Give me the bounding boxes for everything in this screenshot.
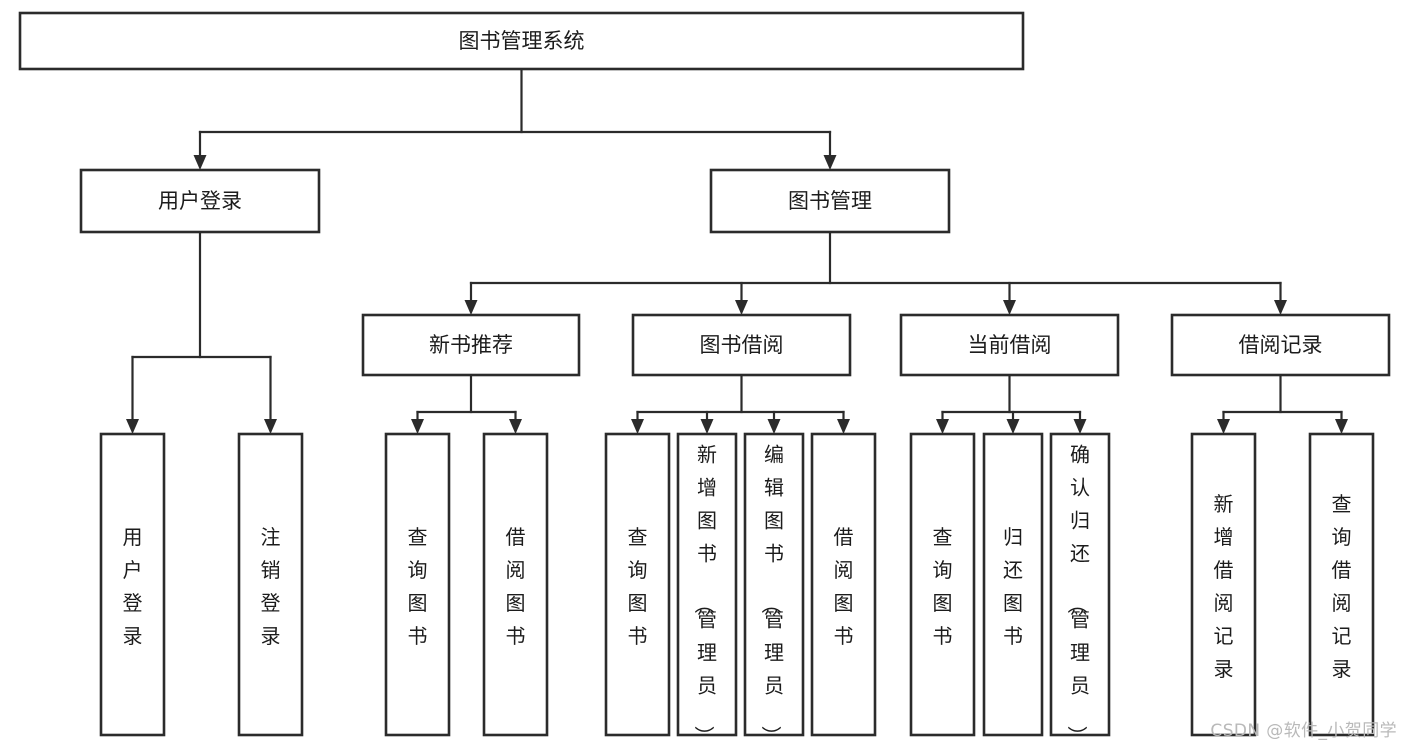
node-leaf-return-book-label: 归还图书 xyxy=(1003,525,1023,648)
node-new-book-rec[interactable]: 新书推荐 xyxy=(361,313,581,377)
node-leaf-query-book-c[interactable]: 查询图书 xyxy=(909,432,976,737)
node-leaf-query-book-b[interactable]: 查询图书 xyxy=(604,432,671,737)
node-leaf-query-book-rec-label: 查询图书 xyxy=(408,525,428,648)
node-leaf-query-book-b-label: 查询图书 xyxy=(628,525,648,648)
node-leaf-edit-book-box[interactable] xyxy=(743,432,805,737)
node-book-borrow-box[interactable] xyxy=(631,313,852,377)
node-leaf-add-book-label: 新增图书（管理员） xyxy=(692,443,717,746)
node-leaf-add-book[interactable]: 新增图书（管理员） xyxy=(676,432,738,746)
node-leaf-add-record[interactable]: 新增借阅记录 xyxy=(1190,432,1257,737)
node-user-login-box[interactable] xyxy=(79,168,321,234)
node-user-login-label: 用户登录 xyxy=(158,189,242,213)
node-leaf-user-logout[interactable]: 注销登录 xyxy=(237,432,304,737)
node-leaf-user-logout-label: 注销登录 xyxy=(261,525,281,648)
arrow-head-leaf-edit-book xyxy=(767,419,781,434)
node-leaf-edit-book-label: 编辑图书（管理员） xyxy=(759,443,784,746)
node-book-manage-box[interactable] xyxy=(709,168,951,234)
node-borrow-record[interactable]: 借阅记录 xyxy=(1170,313,1391,377)
node-leaf-confirm-return-label: 确认归还（管理员） xyxy=(1065,443,1090,746)
node-book-borrow[interactable]: 图书借阅 xyxy=(631,313,852,377)
node-leaf-user-login-box[interactable] xyxy=(99,432,166,737)
node-leaf-borrow-book-rec-box[interactable] xyxy=(482,432,549,737)
node-leaf-query-book-c-box[interactable] xyxy=(909,432,976,737)
node-borrow-record-label: 借阅记录 xyxy=(1239,333,1323,357)
node-leaf-borrow-book-b-box[interactable] xyxy=(810,432,877,737)
arrow-head-borrow-record xyxy=(1274,300,1287,315)
node-leaf-query-record-label: 查询借阅记录 xyxy=(1332,492,1352,681)
node-current-borrow[interactable]: 当前借阅 xyxy=(899,313,1120,377)
arrow-head-leaf-confirm-return xyxy=(1073,419,1087,434)
arrow-head-new-book-rec xyxy=(464,300,478,315)
node-current-borrow-box[interactable] xyxy=(899,313,1120,377)
arrow-head-leaf-query-record xyxy=(1335,419,1348,434)
node-book-manage[interactable]: 图书管理 xyxy=(709,168,951,234)
node-user-login[interactable]: 用户登录 xyxy=(79,168,321,234)
node-root[interactable]: 图书管理系统 xyxy=(18,11,1025,71)
node-book-manage-label: 图书管理 xyxy=(788,189,872,213)
node-leaf-confirm-return[interactable]: 确认归还（管理员） xyxy=(1049,432,1111,746)
node-book-borrow-label: 图书借阅 xyxy=(700,333,784,357)
node-leaf-query-book-rec[interactable]: 查询图书 xyxy=(384,432,451,737)
node-current-borrow-label: 当前借阅 xyxy=(968,333,1052,357)
node-new-book-rec-box[interactable] xyxy=(361,313,581,377)
node-leaf-borrow-book-rec[interactable]: 借阅图书 xyxy=(482,432,549,737)
node-leaf-add-record-label: 新增借阅记录 xyxy=(1214,492,1234,681)
arrow-head-leaf-user-logout xyxy=(264,419,277,434)
node-new-book-rec-label: 新书推荐 xyxy=(429,333,513,357)
node-leaf-return-book[interactable]: 归还图书 xyxy=(982,432,1044,737)
arrow-head-user-login xyxy=(193,155,207,170)
node-leaf-borrow-book-rec-label: 借阅图书 xyxy=(506,525,526,648)
arrow-head-leaf-borrow-book-b xyxy=(837,419,850,434)
node-root-box[interactable] xyxy=(18,11,1025,71)
arrow-head-leaf-return-book xyxy=(1006,419,1020,434)
arrow-head-book-manage xyxy=(823,155,837,170)
node-leaf-user-login[interactable]: 用户登录 xyxy=(99,432,166,737)
arrow-head-leaf-add-book xyxy=(700,419,714,434)
node-leaf-add-book-box[interactable] xyxy=(676,432,738,737)
node-leaf-user-logout-box[interactable] xyxy=(237,432,304,737)
arrow-head-current-borrow xyxy=(1003,300,1016,315)
node-leaf-borrow-book-b[interactable]: 借阅图书 xyxy=(810,432,877,737)
arrow-head-leaf-borrow-book-rec xyxy=(509,419,522,434)
node-leaf-query-book-c-label: 查询图书 xyxy=(933,525,953,648)
node-leaf-add-record-box[interactable] xyxy=(1190,432,1257,737)
node-root-label: 图书管理系统 xyxy=(459,29,585,53)
node-leaf-query-record[interactable]: 查询借阅记录 xyxy=(1308,432,1375,737)
arrow-head-leaf-user-login xyxy=(126,419,139,434)
node-leaf-user-login-label: 用户登录 xyxy=(123,525,143,648)
node-leaf-confirm-return-box[interactable] xyxy=(1049,432,1111,737)
node-leaf-borrow-book-b-label: 借阅图书 xyxy=(834,525,854,648)
arrow-head-leaf-query-book-b xyxy=(631,419,644,434)
node-leaf-query-book-rec-box[interactable] xyxy=(384,432,451,737)
nodes-layer: 图书管理系统用户登录图书管理新书推荐图书借阅当前借阅借阅记录用户登录注销登录查询… xyxy=(18,11,1391,746)
arrow-head-leaf-query-book-c xyxy=(936,419,949,434)
node-leaf-return-book-box[interactable] xyxy=(982,432,1044,737)
arrow-head-book-borrow xyxy=(735,300,748,315)
node-leaf-query-book-b-box[interactable] xyxy=(604,432,671,737)
node-leaf-query-record-box[interactable] xyxy=(1308,432,1375,737)
arrow-head-leaf-add-record xyxy=(1217,419,1230,434)
connectors-layer xyxy=(126,67,1348,434)
arrow-head-leaf-query-book-rec xyxy=(411,419,424,434)
node-borrow-record-box[interactable] xyxy=(1170,313,1391,377)
node-leaf-edit-book[interactable]: 编辑图书（管理员） xyxy=(743,432,805,746)
